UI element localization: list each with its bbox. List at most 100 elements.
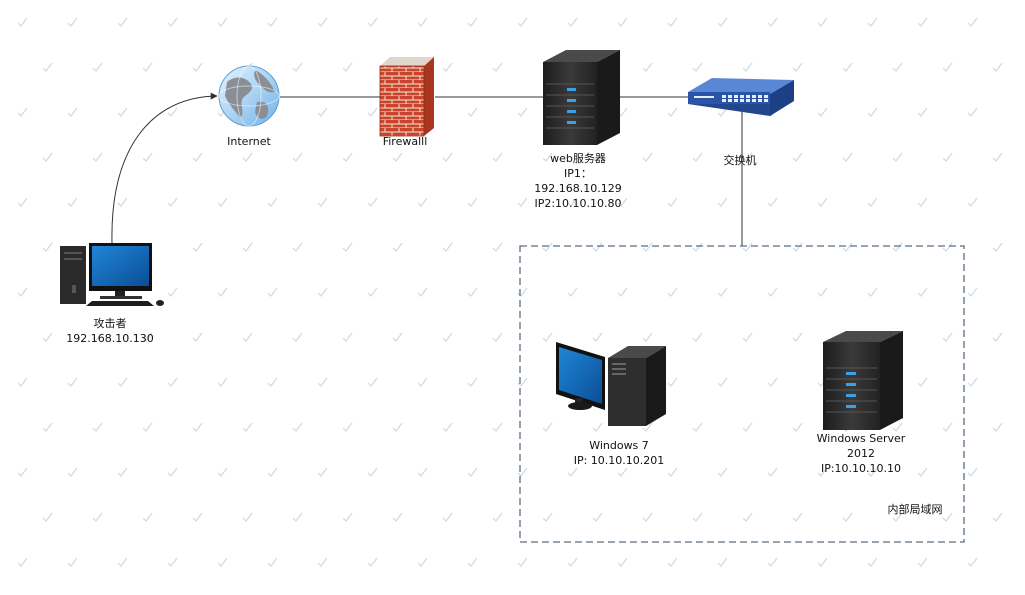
win2012-name-line2: 2012 [847,447,875,460]
watermark-mark [742,422,753,432]
watermark-mark [942,242,953,252]
watermark-mark [592,152,603,162]
watermark-mark [692,152,703,162]
watermark-mark [817,197,828,207]
watermark-mark [392,422,403,432]
watermark-mark [367,377,378,387]
firewall-icon [379,57,434,137]
web-server-name: web服务器 [550,152,606,165]
watermark-mark [417,467,428,477]
watermark-mark [167,17,178,27]
watermark-mark [617,197,628,207]
watermark-mark [217,557,228,567]
watermark-mark [917,17,928,27]
watermark-mark [217,287,228,297]
watermark-mark [742,332,753,342]
watermark-mark [767,467,778,477]
watermark-mark [792,152,803,162]
watermark-mark [492,152,503,162]
watermark-mark [792,62,803,72]
watermark-mark [292,512,303,522]
watermark-mark [42,62,53,72]
watermark-mark [717,107,728,117]
watermark-mark [417,287,428,297]
watermark-mark [167,467,178,477]
firewall-label: Firewalll [382,135,428,148]
watermark-mark [442,512,453,522]
watermark-mark [67,17,78,27]
watermark-mark [567,197,578,207]
watermark-mark [692,242,703,252]
watermark-mark [167,287,178,297]
watermark-mark [717,557,728,567]
watermark-mark [342,512,353,522]
win7-ip: IP: 10.10.10.201 [573,454,665,467]
watermark-mark [267,287,278,297]
watermark-mark [467,467,478,477]
watermark-mark [92,512,103,522]
watermark-mark [192,62,203,72]
watermark-mark [767,557,778,567]
watermark-mark [892,422,903,432]
watermark-mark [317,557,328,567]
watermark-mark [542,152,553,162]
watermark-mark [42,152,53,162]
watermark-mark [317,377,328,387]
watermark-mark [67,107,78,117]
watermark-mark [392,242,403,252]
web-server-ip2: IP2:10.10.10.80 [534,197,622,210]
watermark-mark [417,197,428,207]
watermark-mark [942,512,953,522]
win7-name: Windows 7 [589,439,649,452]
watermark-mark [517,287,528,297]
watermark-mark [867,557,878,567]
watermark-mark [767,197,778,207]
watermark-mark [267,197,278,207]
win2012-server-icon [823,331,903,430]
watermark-mark [817,107,828,117]
watermark-mark [742,62,753,72]
watermark-mark [292,242,303,252]
watermark-mark [592,422,603,432]
watermark-mark [467,17,478,27]
watermark-mark [17,287,28,297]
internet-label: Internet [227,135,271,148]
watermark-mark [442,62,453,72]
watermark-mark [942,332,953,342]
watermark-mark [17,107,28,117]
watermark-mark [967,557,978,567]
watermark-mark [167,557,178,567]
watermark-mark [642,152,653,162]
watermark-mark [292,62,303,72]
watermark-mark [917,377,928,387]
watermark-mark [792,242,803,252]
watermark-mark [442,152,453,162]
watermark-mark [842,512,853,522]
watermark-mark [467,557,478,567]
watermark-mark [367,557,378,567]
watermark-mark [892,242,903,252]
watermark-mark [517,17,528,27]
watermark-mark [542,512,553,522]
watermark-mark [117,17,128,27]
watermark-mark [592,512,603,522]
watermark-mark [717,377,728,387]
watermark-mark [967,107,978,117]
watermark-mark [142,62,153,72]
watermark-mark [517,197,528,207]
watermark-mark [717,197,728,207]
watermark-mark [992,62,1003,72]
watermark-mark [292,332,303,342]
globe-icon [218,65,280,127]
attacker-computer-icon [60,243,164,306]
watermark-mark [867,467,878,477]
watermark-mark [492,422,503,432]
watermark-mark [142,422,153,432]
win2012-name-line1: Windows Server [816,432,906,445]
watermark-mark [617,287,628,297]
watermark-mark [542,422,553,432]
watermark-mark [67,197,78,207]
watermark-mark [267,17,278,27]
attacker-ip: 192.168.10.130 [66,332,154,345]
